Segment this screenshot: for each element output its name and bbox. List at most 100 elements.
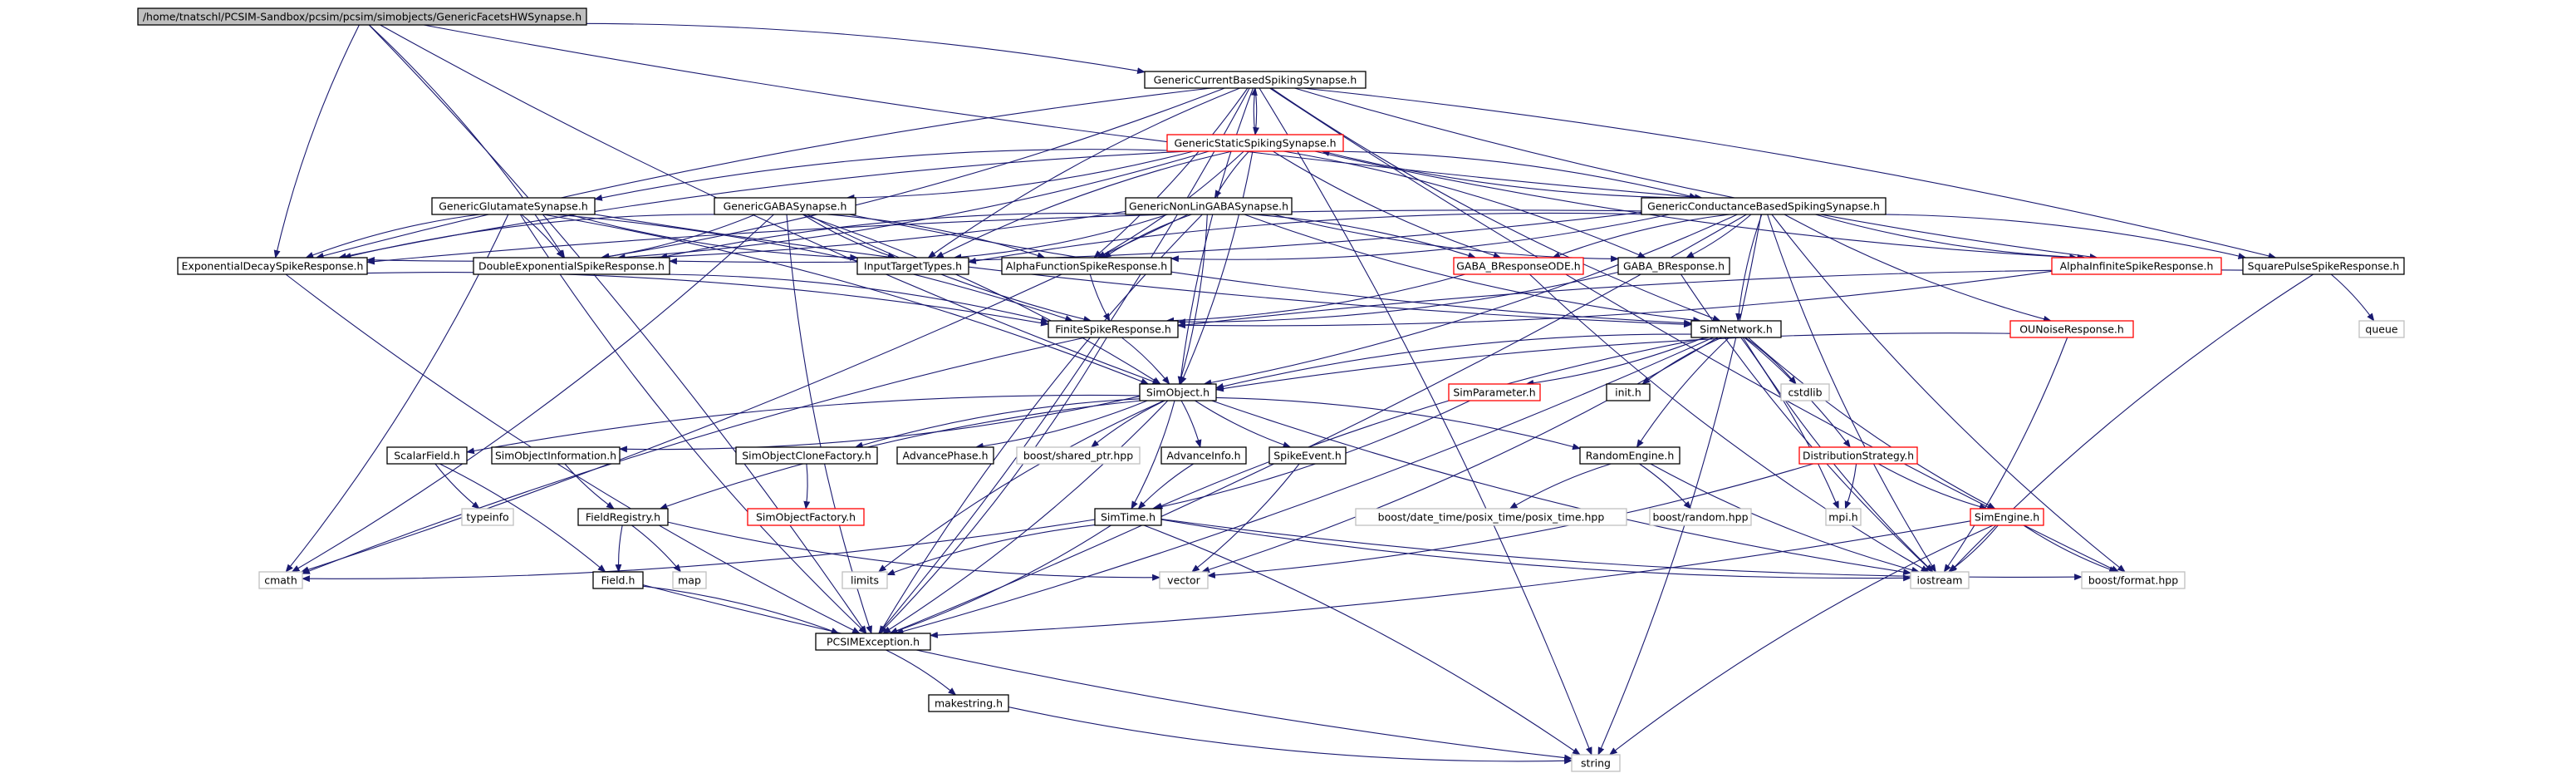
edge-gcondbss-to-simnet [1735,214,1763,322]
node-socf[interactable]: SimObjectCloneFactory.h [735,446,878,465]
node-spikeev[interactable]: SpikeEvent.h [1268,446,1347,465]
node-box-gsss [1166,134,1344,152]
node-aisr[interactable]: AlphaInfiniteSpikeResponse.h [2051,257,2222,275]
node-randeng[interactable]: RandomEngine.h [1579,446,1681,465]
node-box-bshared [1016,446,1141,465]
node-gcondbss[interactable]: GenericConductanceBasedSpikingSynapse.h [1641,197,1887,215]
node-label-gcbss: GenericCurrentBasedSpikingSynapse.h [1154,74,1357,86]
node-box-soinfo [491,446,621,465]
edge-simtime-to-pcsimexc [889,524,1111,634]
edge-gsss-to-simobj [1180,150,1254,385]
node-label-bshared: boost/shared_ptr.hpp [1023,450,1133,462]
nodes-layer: /home/tnatschl/PCSIM-Sandbox/pcsim/pcsim… [137,7,2405,772]
edge-gcondbss-to-aisr [1815,214,2086,261]
node-root[interactable]: /home/tnatschl/PCSIM-Sandbox/pcsim/pcsim… [137,7,587,26]
node-ggs[interactable]: GenericGlutamateSynapse.h [431,197,596,215]
edge-gcondbss-to-gbr [1685,214,1752,259]
node-label-ggs: GenericGlutamateSynapse.h [439,200,588,213]
edge-gsss-to-aisr [1314,150,2078,261]
node-gcbss[interactable]: GenericCurrentBasedSpikingSynapse.h [1144,71,1367,89]
node-simeng[interactable]: SimEngine.h [1970,508,2044,526]
node-box-gcbss [1144,71,1367,89]
node-simparam[interactable]: SimParameter.h [1448,383,1541,401]
edge-gcondbss-to-string [1597,214,1762,756]
edge-simtime-to-limits [886,524,1096,576]
edge-fsr-to-pcsimexc [879,337,1107,634]
edge-randeng-to-bdate [1509,463,1612,510]
node-fieldreg[interactable]: FieldRegistry.h [577,508,669,526]
edge-fsr-to-simobj [1121,337,1170,385]
node-box-advinfo [1160,446,1247,465]
edge-gsss-to-gcondbss [1322,150,1698,199]
edge-gcondbss-to-spsr [1841,214,2247,259]
node-simobj[interactable]: SimObject.h [1139,383,1217,401]
edge-aisr-to-fsr [1177,270,2053,329]
edge-gcbss-to-simnet [1270,87,1721,322]
node-simtime[interactable]: SimTime.h [1094,508,1162,526]
node-label-sofact: SimObjectFactory.h [756,511,856,524]
node-afsr[interactable]: AlphaFunctionSpikeResponse.h [1001,257,1172,275]
edge-ggaba-to-simobj [802,214,1161,385]
node-gbr[interactable]: GABA_BResponse.h [1617,257,1730,275]
node-diststr[interactable]: DistributionStrategy.h [1798,446,1918,465]
node-advph[interactable]: AdvancePhase.h [896,446,994,465]
node-inith[interactable]: init.h [1606,383,1651,401]
node-iostream: iostream [1910,571,1970,589]
edge-gcondbss-to-itt [968,212,1646,264]
node-makestr[interactable]: makestring.h [928,694,1009,712]
node-simnet[interactable]: SimNetwork.h [1690,320,1782,338]
node-box-root [137,7,587,26]
node-box-vector [1159,571,1209,589]
edge-scalar-to-typeinfo [434,463,480,510]
node-gsss[interactable]: GenericStaticSpikingSynapse.h [1166,134,1344,152]
node-advinfo[interactable]: AdvanceInfo.h [1160,446,1247,465]
edge-root-to-dedsr [369,24,566,259]
node-typeinfo: typeinfo [461,508,514,526]
edge-simobj-to-bshared [1091,400,1165,448]
edge-gcondbss-to-bformat [1771,214,2126,573]
edge-gcbss-to-aisr [1294,87,2098,260]
node-box-map [672,571,707,589]
edge-simnet-to-pcsimexc [895,337,1714,635]
edge-gcondbss-to-iostream [1767,214,1936,573]
node-itt[interactable]: InputTargetTypes.h [856,257,969,275]
node-box-spsr [2242,257,2405,275]
node-ggaba[interactable]: GenericGABASynapse.h [714,197,856,215]
node-gbrode[interactable]: GABA_BResponseODE.h [1453,257,1584,275]
edge-advinfo-to-simtime [1137,463,1194,510]
node-label-ounoise: OUNoiseResponse.h [2019,323,2124,336]
edge-gsss-to-ggaba [846,150,1194,201]
node-label-gcondbss: GenericConductanceBasedSpikingSynapse.h [1647,200,1880,213]
edge-ggaba-to-cmath [291,214,774,573]
edge-randeng-to-brandom [1639,463,1692,510]
node-spsr[interactable]: SquarePulseSpikeResponse.h [2242,257,2405,275]
edge-gbrode-to-iostream [1529,273,1930,573]
edge-ggaba-to-afsr [827,214,1046,259]
node-dedsr[interactable]: DoubleExponentialSpikeResponse.h [473,257,670,275]
edge-pcsimexc-to-makestr [886,649,957,696]
node-fieldh[interactable]: Field.h [592,571,644,589]
node-ounoise[interactable]: OUNoiseResponse.h [2009,320,2134,338]
node-box-limits [841,571,888,589]
edge-scalar-to-fieldh [439,463,606,573]
edge-gsss-to-gbr [1283,150,1646,259]
node-scalar[interactable]: ScalarField.h [386,446,468,465]
node-gnlg[interactable]: GenericNonLinGABASynapse.h [1125,197,1293,215]
node-sofact[interactable]: SimObjectFactory.h [747,508,865,526]
node-label-simeng: SimEngine.h [1975,511,2039,524]
node-label-diststr: DistributionStrategy.h [1803,450,1914,462]
node-box-fsr [1048,320,1179,338]
edge-gcondbss-to-gsss [1321,150,1697,199]
node-label-ggaba: GenericGABASynapse.h [724,200,847,213]
node-fsr[interactable]: FiniteSpikeResponse.h [1048,320,1179,338]
node-edsr[interactable]: ExponentialDecaySpikeResponse.h [177,257,368,275]
node-soinfo[interactable]: SimObjectInformation.h [491,446,621,465]
node-label-advph: AdvancePhase.h [902,450,988,462]
node-label-spsr: SquarePulseSpikeResponse.h [2248,260,2400,273]
node-queue: queue [2358,320,2405,338]
edge-gcondbss-to-simobj [1203,214,1738,387]
edge-diststr-to-vector [1207,463,1814,579]
node-label-simnet: SimNetwork.h [1700,323,1773,336]
node-pcsimexc[interactable]: PCSIMException.h [815,633,931,651]
node-box-itt [856,257,969,275]
